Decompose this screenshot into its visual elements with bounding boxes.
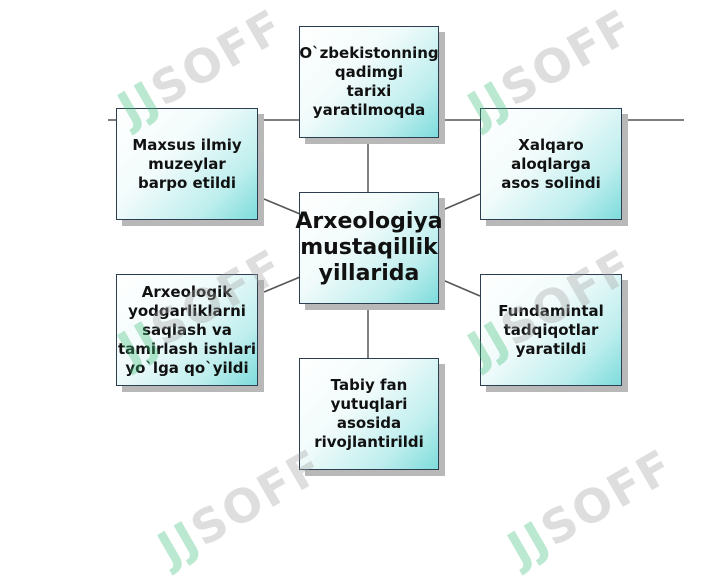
- node-top-left: Maxsus ilmiy muzeylar barpo etildi: [116, 108, 258, 220]
- node-bottom-label: Tabiy fan yutuqlari asosida rivojlantiri…: [314, 376, 424, 451]
- node-top-right-label: Xalqaro aloqlarga asos solindi: [501, 135, 601, 192]
- center-node: Arxeologiya mustaqillik yillarida: [295, 192, 443, 304]
- node-top-right: Xalqaro aloqlarga asos solindi: [480, 108, 622, 220]
- node-bottom-right-label: Fundamintal tadqiqotlar yaratildi: [498, 301, 604, 358]
- node-bottom-left-label: Arxeologik yodgarliklarni saqlash va tam…: [117, 282, 257, 377]
- mind-map-diagram: Arxeologiya mustaqillik yillarida O`zbek…: [108, 0, 684, 576]
- node-top-left-label: Maxsus ilmiy muzeylar barpo etildi: [132, 135, 242, 192]
- center-node-label: Arxeologiya mustaqillik yillarida: [295, 209, 443, 286]
- node-top-label: O`zbekistonning qadimgi tarixi yaratilmo…: [299, 44, 439, 119]
- line-center-bottomleft: [263, 276, 301, 293]
- line-center-topleft: [263, 198, 301, 215]
- node-bottom-left: Arxeologik yodgarliklarni saqlash va tam…: [116, 274, 258, 386]
- node-bottom: Tabiy fan yutuqlari asosida rivojlantiri…: [299, 358, 439, 470]
- node-bottom-right: Fundamintal tadqiqotlar yaratildi: [480, 274, 622, 386]
- line-center-bottomright: [437, 277, 481, 297]
- line-center-topright: [437, 193, 481, 213]
- node-top: O`zbekistonning qadimgi tarixi yaratilmo…: [299, 26, 439, 138]
